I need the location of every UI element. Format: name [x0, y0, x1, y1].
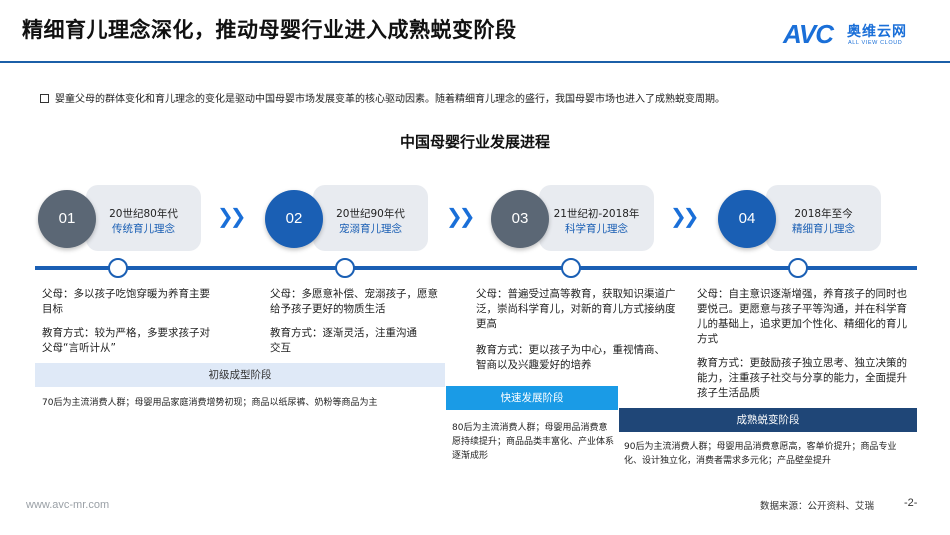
step-3-parents: 父母：普遍受过高等教育，获取知识渠道广泛，崇尚科学育儿，对新的育儿方式接纳度更高 [476, 288, 676, 330]
step-3-number: 03 [491, 190, 549, 248]
step-era: 20世纪80年代 [109, 208, 178, 220]
step-concept: 宠溺育儿理念 [339, 223, 402, 235]
timeline-bar [35, 266, 917, 270]
section-subtitle: 中国母婴行业发展进程 [399, 133, 550, 151]
chevron-right-icon: ❯❯ [670, 204, 699, 228]
intro-text: 婴童父母的群体变化和育儿理念的变化是驱动中国母婴市场发展变革的核心驱动因素。随着… [40, 90, 725, 105]
stage-band-mature: 成熟蜕变阶段 [619, 408, 917, 432]
step-4-parents: 父母：自主意识逐渐增强，养育孩子的同时也要悦己。更愿意与孩子平等沟通，并在科学育… [697, 288, 907, 345]
logo-chinese-name: 奥维云网 [847, 24, 907, 40]
step-3-card: 21世纪初-2018年 科学育儿理念 [539, 185, 654, 251]
step-concept: 科学育儿理念 [565, 223, 628, 235]
step-era: 20世纪90年代 [336, 208, 405, 220]
step-concept: 传统育儿理念 [112, 223, 175, 235]
intro-sentence: 婴童父母的群体变化和育儿理念的变化是驱动中国母婴市场发展变革的核心驱动因素。随着… [55, 94, 725, 105]
step-1-education: 教育方式：较为严格，多要求孩子对父母“言听计从” [42, 327, 210, 354]
stage-band-rapid: 快速发展阶段 [446, 386, 618, 410]
stage-3-description: 90后为主流消费人群；母婴用品消费意愿高，客单价提升；商品专业化、设计独立化，消… [624, 442, 897, 466]
page-title: 精细育儿理念深化，推动母婴行业进入成熟蜕变阶段 [22, 18, 517, 42]
step-2-parents: 父母：多愿意补偿、宠溺孩子，愿意给予孩子更好的物质生活 [270, 288, 438, 315]
header-divider [0, 61, 950, 63]
square-bullet-icon [40, 94, 49, 103]
timeline-node [561, 258, 581, 278]
logo-mark: AVC [783, 19, 834, 49]
step-1-card: 20世纪80年代 传统育儿理念 [86, 185, 201, 251]
step-1-number: 01 [38, 190, 96, 248]
step-2-education: 教育方式：逐渐灵活，注重沟通交互 [270, 327, 417, 354]
step-2-number: 02 [265, 190, 323, 248]
step-4-number: 04 [718, 190, 776, 248]
timeline-node [788, 258, 808, 278]
chevron-right-icon: ❯❯ [446, 204, 475, 228]
page-number: -2- [904, 497, 918, 509]
data-source: 数据来源：公开资料、艾瑞 [760, 501, 875, 512]
step-era: 21世纪初-2018年 [553, 208, 640, 220]
chevron-right-icon: ❯❯ [217, 204, 246, 228]
step-concept: 精细育儿理念 [792, 223, 855, 235]
avc-logo: AVC 奥维云网 ALL VIEW CLOUD [783, 20, 933, 50]
timeline-node [108, 258, 128, 278]
stage-2-description: 80后为主流消费人群；母婴用品消费意愿持续提升；商品品类丰富化、产业体系逐渐成形 [452, 423, 615, 461]
footer-url: www.avc-mr.com [26, 499, 110, 511]
step-2-card: 20世纪90年代 宠溺育儿理念 [313, 185, 428, 251]
logo-english-name: ALL VIEW CLOUD [848, 40, 903, 46]
step-era: 2018年至今 [794, 208, 853, 220]
step-4-card: 2018年至今 精细育儿理念 [766, 185, 881, 251]
step-3-education: 教育方式：更以孩子为中心，重视情商、智商以及兴趣爱好的培养 [476, 344, 665, 371]
step-4-education: 教育方式：更鼓励孩子独立思考、独立决策的能力，注重孩子社交与分享的能力，全面提升… [697, 357, 907, 399]
step-1-parents: 父母：多以孩子吃饱穿暖为养育主要目标 [42, 288, 210, 315]
timeline-node [335, 258, 355, 278]
stage-band-initial: 初级成型阶段 [35, 363, 445, 387]
stage-1-description: 70后为主流消费人群；母婴用品家庭消费增势初现；商品以纸尿裤、奶粉等商品为主 [42, 398, 378, 408]
